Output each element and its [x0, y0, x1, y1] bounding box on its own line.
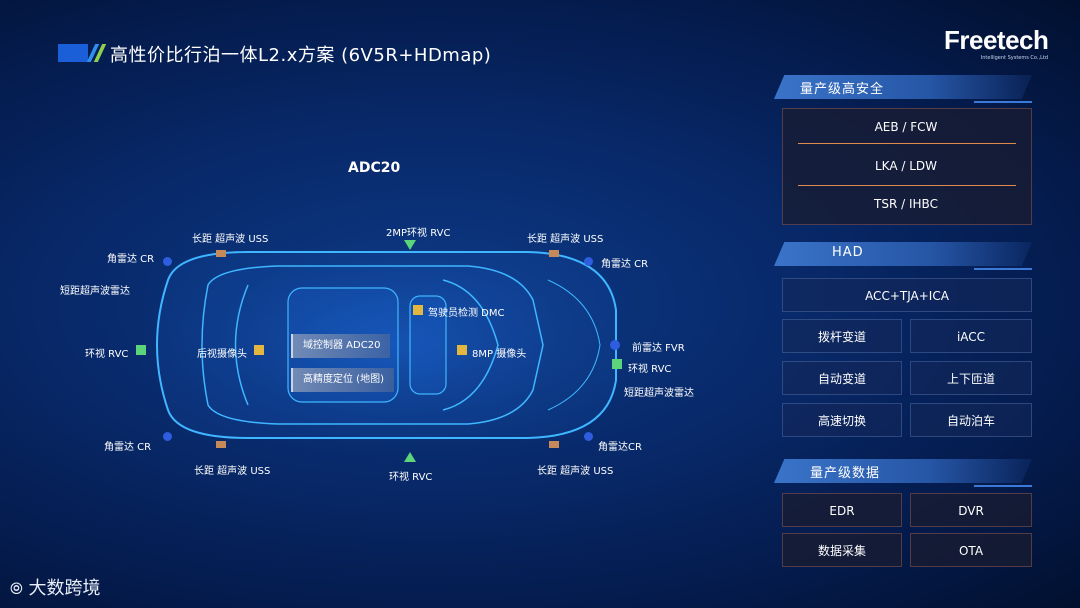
safety-item-tsr: TSR / IHBC: [874, 197, 938, 211]
rvc-left-icon: [136, 345, 146, 355]
windshield: [442, 279, 499, 411]
label-rvc-top: 2MP环视 RVC: [386, 228, 451, 239]
front-seat: [409, 295, 447, 395]
rvc-top-icon: [404, 240, 416, 250]
footer-brand-text: 大数跨境: [28, 578, 101, 599]
footer-brand: ⦾ 大数跨境: [10, 574, 101, 600]
tag-domain-controller: 域控制器 ADC20: [291, 334, 391, 358]
label-fvr: 前雷达 FVR: [632, 343, 685, 354]
cr-top-left-icon: [163, 257, 172, 266]
uss-top-right-icon: [549, 250, 559, 257]
had-card-top: ACC+TJA+ICA: [782, 278, 1032, 312]
hood-line: [547, 279, 601, 411]
label-dmc: 驾驶员检测 DMC: [428, 308, 505, 319]
had-card-highway-switch: 高速切换: [782, 403, 902, 437]
had-card-auto-parking: 自动泊车: [910, 403, 1032, 437]
section-had-header: HAD: [774, 242, 1032, 270]
rvc-right-icon: [612, 359, 622, 369]
had-card-iacc: iACC: [910, 319, 1032, 353]
cr-bottom-left-icon: [163, 432, 172, 441]
label-rear-camera: 后视摄像头: [197, 349, 247, 360]
uss-bottom-right-icon: [549, 441, 559, 448]
label-rvc-right: 环视 RVC: [628, 364, 672, 375]
label-uss-bottom-right: 长距 超声波 USS: [537, 466, 614, 477]
safety-card: [782, 108, 1032, 225]
label-cr-top-right: 角雷达 CR: [601, 259, 649, 270]
section-data-header: 量产级数据: [774, 459, 1032, 487]
section-safety-header: 量产级高安全: [774, 75, 1032, 103]
label-rvc-bottom: 环视 RVC: [389, 472, 433, 483]
safety-item-lka: LKA / LDW: [874, 159, 937, 173]
section-data-title: 量产级数据: [810, 466, 881, 481]
label-uss-bottom-left: 长距 超声波 USS: [194, 466, 271, 477]
logo-subtitle: Intelligent Systems Co.,Ltd: [980, 55, 1048, 61]
safety-item-aeb: AEB / FCW: [874, 120, 938, 134]
had-card-ramp: 上下匝道: [910, 361, 1032, 395]
label-short-uss-left: 短距超声波雷达: [60, 286, 130, 297]
had-card-auto-lane-change: 自动变道: [782, 361, 902, 395]
dmc-camera-icon: [413, 305, 423, 315]
brand-logo: Freetech Intelligent Systems Co.,Ltd: [944, 25, 1049, 61]
label-8mp-camera: 8MP 摄像头: [472, 349, 527, 360]
tag-hd-location: 高精度定位 (地图): [291, 368, 394, 392]
page-title: 高性价比行泊一体L2.x方案 (6V5R+HDmap): [110, 45, 492, 66]
uss-top-left-icon: [216, 250, 226, 257]
data-card-ota: OTA: [910, 533, 1032, 567]
cr-bottom-right-icon: [584, 432, 593, 441]
label-uss-top-right: 长距 超声波 USS: [527, 234, 604, 245]
data-card-dvr: DVR: [910, 493, 1032, 527]
footer-brand-icon: ⦾: [10, 579, 23, 598]
uss-bottom-left-icon: [216, 441, 226, 448]
label-cr-bottom-right: 角雷达CR: [598, 442, 642, 453]
diagram-title: ADC20: [348, 160, 401, 176]
logo-text: Freetech: [944, 25, 1049, 55]
title-accent: [58, 44, 107, 62]
label-uss-top-left: 长距 超声波 USS: [192, 234, 269, 245]
data-card-data-collection: 数据采集: [782, 533, 902, 567]
rear-camera-icon: [254, 345, 264, 355]
label-rvc-left: 环视 RVC: [85, 349, 129, 360]
mp8-camera-icon: [457, 345, 467, 355]
label-cr-top-left: 角雷达 CR: [107, 254, 155, 265]
label-short-uss-right: 短距超声波雷达: [624, 388, 694, 399]
safety-divider-1: [798, 143, 1016, 144]
section-had-title: HAD: [832, 245, 864, 260]
fvr-icon: [610, 340, 620, 350]
rvc-bottom-icon: [404, 452, 416, 462]
had-card-lever-lane-change: 拨杆变道: [782, 319, 902, 353]
label-cr-bottom-left: 角雷达 CR: [104, 442, 152, 453]
cr-top-right-icon: [584, 257, 593, 266]
section-safety-title: 量产级高安全: [800, 82, 885, 97]
safety-divider-2: [798, 185, 1016, 186]
rear-window: [234, 284, 249, 406]
data-card-edr: EDR: [782, 493, 902, 527]
